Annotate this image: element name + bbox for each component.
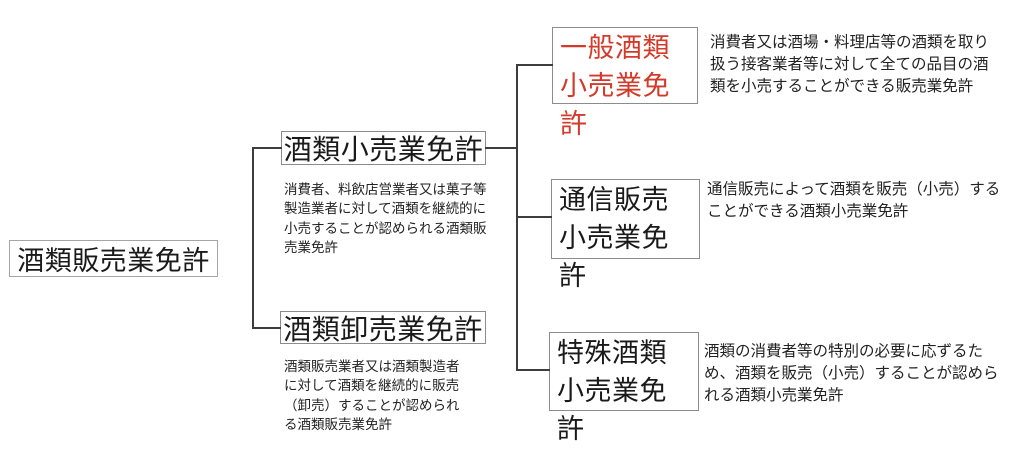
description-general-retail-license: 消費者又は酒場・料理店等の酒類を取り 扱う接客業者等に対して全ての品目の酒 類を… xyxy=(710,34,990,95)
node-general-retail-license: 一般酒類 小売業免許 xyxy=(552,27,698,139)
node-liquor-sales-license: 酒類販売業免許 xyxy=(9,240,218,277)
node-retail-license: 酒類小売業免許 xyxy=(281,131,486,165)
description-mail-order-retail-license: 通信販売によって酒類を販売（小売）する ことができる酒類小売業免許 xyxy=(707,181,1001,220)
connector-right-middle-horizontal xyxy=(516,216,552,218)
description-retail-license: 消費者、料飲店営業者又は菓子等 製造業者に対して酒類を継続的に 小売することが認… xyxy=(284,182,487,256)
connector-right-feeder xyxy=(485,147,517,149)
connector-left-top-horizontal xyxy=(252,147,282,149)
connector-right-bottom-horizontal xyxy=(516,369,550,371)
description-wholesale-license: 酒類販売業者又は酒類製造者 に対して酒類を継続的に販売 （卸売）することが認めら… xyxy=(284,359,460,433)
node-mail-order-retail-license: 通信販売 小売業免許 xyxy=(551,179,700,291)
node-special-retail-license: 特殊酒類 小売業免許 xyxy=(549,332,699,444)
connector-right-top-horizontal xyxy=(516,64,553,66)
description-special-retail-license: 酒類の消費者等の特別の必要に応ずるた め、酒類を販売（小売）することが認めら れ… xyxy=(704,343,999,404)
connector-left-vertical xyxy=(252,147,254,329)
connector-left-bottom-horizontal xyxy=(252,327,281,329)
node-wholesale-license: 酒類卸売業免許 xyxy=(280,311,486,345)
